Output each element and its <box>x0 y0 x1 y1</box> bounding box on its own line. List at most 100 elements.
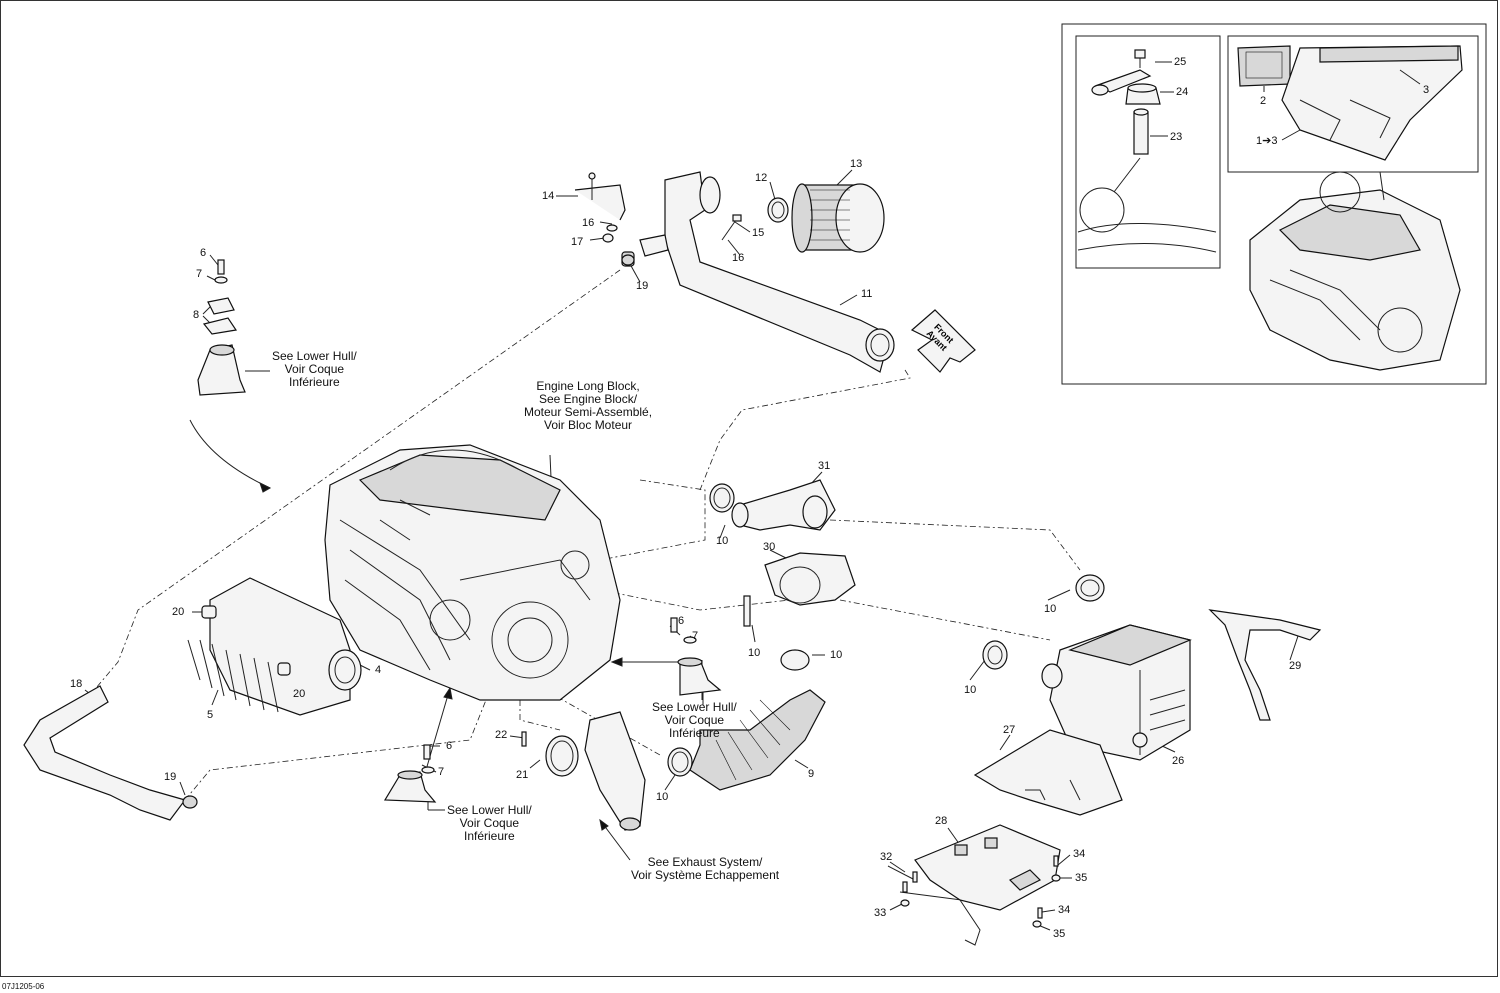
part-10-clamp-c <box>780 649 810 671</box>
part-6-7-mount-lower <box>383 744 437 803</box>
callout-14: 14 <box>542 190 555 202</box>
inset-engine-assembly <box>1249 171 1461 371</box>
callout-15: 15 <box>752 227 765 239</box>
callout-21: 21 <box>516 769 529 781</box>
callout-7: 7 <box>196 268 203 280</box>
callout-33: 33 <box>874 907 887 919</box>
hose-routing-line-19 <box>184 689 491 801</box>
callout-19-b: 19 <box>164 771 177 783</box>
note-line: See Lower Hull/ <box>272 349 357 363</box>
part-31-elbow <box>731 479 836 531</box>
part-11-intake-tube <box>639 171 895 373</box>
front-arrow-label: Front Avant <box>925 321 957 353</box>
callout-7-b: 7 <box>692 630 699 642</box>
callout-4: 4 <box>375 664 382 676</box>
note-line: Inférieure <box>669 726 720 740</box>
callout-16-b: 16 <box>732 252 745 264</box>
part-10-clamp-d <box>982 640 1008 670</box>
note-line: Voir Coque <box>459 816 520 830</box>
part-32-35-fasteners <box>900 855 1061 928</box>
callout-20: 20 <box>172 606 185 618</box>
callout-11: 11 <box>861 288 873 300</box>
callout-10-e: 10 <box>1044 603 1057 615</box>
part-14-bracket <box>574 172 626 221</box>
part-27-heat-shield <box>973 729 1123 816</box>
part-13-flame-arrester <box>791 183 885 253</box>
callout-19: 19 <box>636 280 649 292</box>
callout-7-c: 7 <box>438 766 445 778</box>
document-number: 07J1205-06 <box>2 982 45 991</box>
inset-frame <box>1061 23 1487 385</box>
callout-13: 13 <box>850 158 863 170</box>
part-21-22-exhaust-clamp <box>521 711 646 831</box>
part-6-7-mount-center <box>670 617 722 696</box>
note-exhaust-system: See Exhaust System/ Voir Système Echappe… <box>631 856 779 882</box>
callout-35: 35 <box>1075 872 1088 884</box>
callout-2: 2 <box>1260 95 1267 107</box>
note-line: See Lower Hull/ <box>652 700 737 714</box>
note-line: Moteur Semi-Assemblé, <box>524 405 653 419</box>
inset-detail-left <box>1075 35 1221 269</box>
callout-22: 22 <box>495 729 508 741</box>
note-line: See Exhaust System/ <box>647 855 763 869</box>
part-28-mounting-plate <box>914 824 1061 946</box>
callout-20-b: 20 <box>293 688 306 700</box>
part-30-elbow <box>764 552 856 606</box>
note-line: Inférieure <box>464 829 515 843</box>
callout-6: 6 <box>200 247 207 259</box>
callout-3: 3 <box>1423 84 1430 96</box>
part-29-bracket <box>1208 609 1322 721</box>
part-10-clamp-e <box>667 747 693 777</box>
part-10-bolt <box>743 595 751 627</box>
part-12-clamp <box>767 197 789 223</box>
routing-line-21 <box>519 700 561 731</box>
note-lower-hull-upper: See Lower Hull/ Voir Coque Inférieure <box>272 350 357 389</box>
callout-9: 9 <box>808 768 815 780</box>
callout-10-d: 10 <box>964 684 977 696</box>
part-9-intercooler-hose <box>689 689 826 791</box>
part-19-clamp-lower <box>182 795 198 809</box>
callout-23: 23 <box>1170 131 1183 143</box>
callout-28: 28 <box>935 815 948 827</box>
callout-34: 34 <box>1073 848 1086 860</box>
routing-line-main <box>599 589 791 611</box>
note-engine-long-block: Engine Long Block, See Engine Block/ Mot… <box>524 380 652 432</box>
callout-30: 30 <box>763 541 776 553</box>
callout-27: 27 <box>1003 724 1016 736</box>
inset-fastener-parts <box>1077 49 1217 253</box>
callout-24: 24 <box>1176 86 1189 98</box>
routing-line-30 <box>839 599 1051 641</box>
note-lower-hull-lower: See Lower Hull/ Voir Coque Inférieure <box>447 804 532 843</box>
callout-25: 25 <box>1174 56 1187 68</box>
note-lower-hull-center: See Lower Hull/ Voir Coque Inférieure <box>652 701 737 740</box>
note-line: Voir Coque <box>664 713 725 727</box>
callout-6-c: 6 <box>446 740 453 752</box>
note-line: See Lower Hull/ <box>447 803 532 817</box>
part-6-7-8-mount-upper <box>197 259 246 396</box>
callout-10-a: 10 <box>716 535 729 547</box>
hose-routing-line-18 <box>95 269 621 689</box>
part-26-intercooler <box>1041 624 1192 761</box>
callout-35-b: 35 <box>1053 928 1066 940</box>
note-line: Voir Système Echappement <box>631 868 780 882</box>
callout-10-f: 10 <box>656 791 669 803</box>
callout-5: 5 <box>207 709 214 721</box>
callout-34-b: 34 <box>1058 904 1071 916</box>
part-10-clamp-a <box>709 483 735 513</box>
part-10-clamp-b <box>1075 574 1105 602</box>
note-line: See Engine Block/ <box>538 392 638 406</box>
callout-16: 16 <box>582 217 595 229</box>
routing-line-engine-link <box>599 479 706 561</box>
note-line: Engine Long Block, <box>536 379 640 393</box>
callout-12: 12 <box>755 172 768 184</box>
note-line: Voir Coque <box>284 362 345 376</box>
note-line: Inférieure <box>289 375 340 389</box>
callout-26: 26 <box>1172 755 1185 767</box>
callout-8: 8 <box>193 309 200 321</box>
callout-10-c: 10 <box>830 649 843 661</box>
callout-32: 32 <box>880 851 893 863</box>
callout-6-b: 6 <box>678 615 685 627</box>
